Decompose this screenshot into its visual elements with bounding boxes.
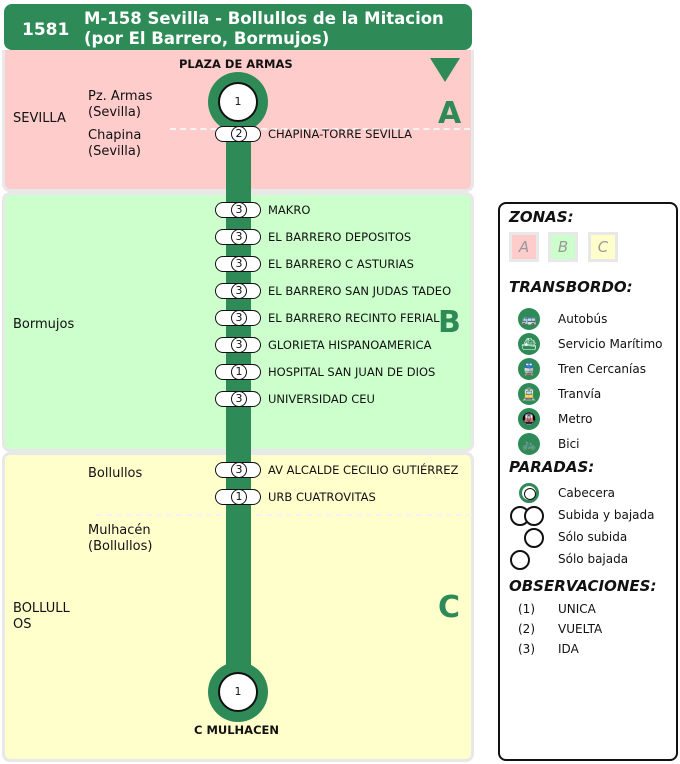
obs-code: (1) (518, 602, 535, 616)
terminal-obs: 1 (218, 82, 258, 122)
obs-code: (2) (518, 622, 535, 636)
locality-divider (170, 128, 470, 130)
stop-name: URB CUATROVITAS (268, 490, 376, 504)
cabecera-icon (519, 483, 539, 503)
legend-paradas-title: PARADAS: (509, 458, 595, 476)
stop-obs: 3 (231, 461, 247, 478)
stop-marker[interactable]: 3 (215, 390, 261, 407)
stop-name: EL BARRERO RECINTO FERIAL (268, 311, 440, 325)
stop-obs: 3 (231, 228, 247, 245)
legend-zone-b: B (548, 232, 578, 262)
zone-a-letter: A (438, 96, 462, 131)
stop-obs: 3 (231, 282, 247, 299)
terminal-name: C MULHACEN (194, 723, 279, 737)
stop-name: EL BARRERO DEPOSITOS (268, 230, 412, 244)
direction-arrow-icon (430, 58, 460, 82)
stop-marker[interactable]: 3 (215, 309, 261, 326)
stop-obs: 1 (231, 488, 247, 505)
route-title: M-158 Sevilla - Bollullos de la Mitacion… (84, 9, 444, 49)
locality-label: Chapina (Sevilla) (88, 128, 142, 159)
stop-marker[interactable]: 3 (215, 282, 261, 299)
stop-marker[interactable]: 3 (215, 255, 261, 272)
stop-name: EL BARRERO C ASTURIAS (268, 257, 414, 271)
stop-obs: 3 (231, 309, 247, 326)
stop-marker[interactable]: 3 (215, 201, 261, 218)
stop-name: UNIVERSIDAD CEU (268, 392, 375, 406)
stop-marker[interactable]: 3 (215, 228, 261, 245)
stop-name: GLORIETA HISPANOAMERICA (268, 338, 432, 352)
route-title-line2: (por El Barrero, Bormujos) (84, 29, 330, 48)
bus-icon: 🚌 (518, 308, 540, 330)
legend-zonas-title: ZONAS: (509, 208, 574, 226)
metro-icon: 🚇 (518, 408, 540, 430)
stop-name: HOSPITAL SAN JUAN DE DIOS (268, 365, 436, 379)
stop-name: EL BARRERO SAN JUDAS TADEO (268, 284, 452, 298)
municipality-label: SEVILLA (13, 111, 66, 126)
stop-obs: 3 (231, 336, 247, 353)
obs-label: VUELTA (558, 622, 603, 636)
locality-label: Mulhacén (Bollullos) (88, 523, 153, 554)
stop-marker[interactable]: 2 (215, 125, 261, 142)
legend-transbordo-label: Metro (558, 412, 593, 426)
legend-transbordo-label: Tren Cercanías (558, 362, 646, 376)
legend-transbordo-label: Autobús (558, 312, 608, 326)
locality-divider (96, 514, 472, 516)
stop-name: MAKRO (268, 203, 311, 217)
legend-transbordo-label: Tranvía (558, 387, 602, 401)
stop-boarding-icon (524, 528, 544, 548)
terminal-obs: 1 (218, 672, 258, 712)
stop-marker[interactable]: 1 (215, 488, 261, 505)
stop-both-icon (524, 506, 544, 526)
legend-parada-label: Sólo bajada (558, 552, 629, 566)
tram-icon: 🚊 (518, 383, 540, 405)
legend-panel: ZONAS: A B C TRANSBORDO: 🚌 Autobús ⛴ Ser… (498, 202, 678, 761)
municipality-label: BOLLULL OS (13, 601, 70, 632)
ferry-icon: ⛴ (518, 333, 540, 355)
legend-transbordo-label: Bici (558, 437, 580, 451)
stop-obs: 1 (231, 363, 247, 380)
terminal-stop-end[interactable]: 1 (208, 662, 268, 722)
locality-label: Bollullos (88, 466, 143, 481)
stop-obs: 3 (231, 390, 247, 407)
legend-transbordo-title: TRANSBORDO: (509, 278, 633, 296)
legend-zone-c: C (588, 232, 618, 262)
stop-name: CHAPINA-TORRE SEVILLA (268, 127, 412, 141)
legend-parada-label: Sólo subida (558, 530, 628, 544)
legend-transbordo-label: Servicio Marítimo (558, 337, 663, 351)
obs-label: IDA (558, 642, 579, 656)
route-header: 1581 M-158 Sevilla - Bollullos de la Mit… (4, 4, 472, 50)
stop-alighting-icon (510, 550, 530, 570)
train-icon: 🚆 (518, 358, 540, 380)
stop-marker[interactable]: 3 (215, 336, 261, 353)
legend-parada-label: Subida y bajada (558, 508, 655, 522)
obs-code: (3) (518, 642, 535, 656)
route-title-line1: M-158 Sevilla - Bollullos de la Mitacion (84, 9, 444, 28)
stop-marker[interactable]: 3 (215, 461, 261, 478)
route-id: 1581 (22, 20, 70, 40)
terminal-stop-start[interactable]: 1 (208, 72, 268, 132)
zone-b-letter: B (438, 305, 461, 340)
zone-c-letter: C (438, 590, 461, 625)
stop-obs: 2 (231, 125, 247, 142)
stop-marker[interactable]: 1 (215, 363, 261, 380)
bike-icon: 🚲 (518, 433, 540, 455)
legend-zone-a: A (509, 232, 539, 262)
locality-label: Pz. Armas (Sevilla) (88, 89, 153, 120)
stop-name: AV ALCALDE CECILIO GUTIÉRREZ (268, 463, 459, 477)
municipality-label: Bormujos (13, 317, 75, 332)
obs-label: UNICA (558, 602, 596, 616)
stop-obs: 3 (231, 255, 247, 272)
legend-parada-label: Cabecera (558, 486, 615, 500)
legend-observaciones-title: OBSERVACIONES: (509, 577, 657, 595)
terminal-name: PLAZA DE ARMAS (179, 57, 293, 71)
stop-obs: 3 (231, 201, 247, 218)
